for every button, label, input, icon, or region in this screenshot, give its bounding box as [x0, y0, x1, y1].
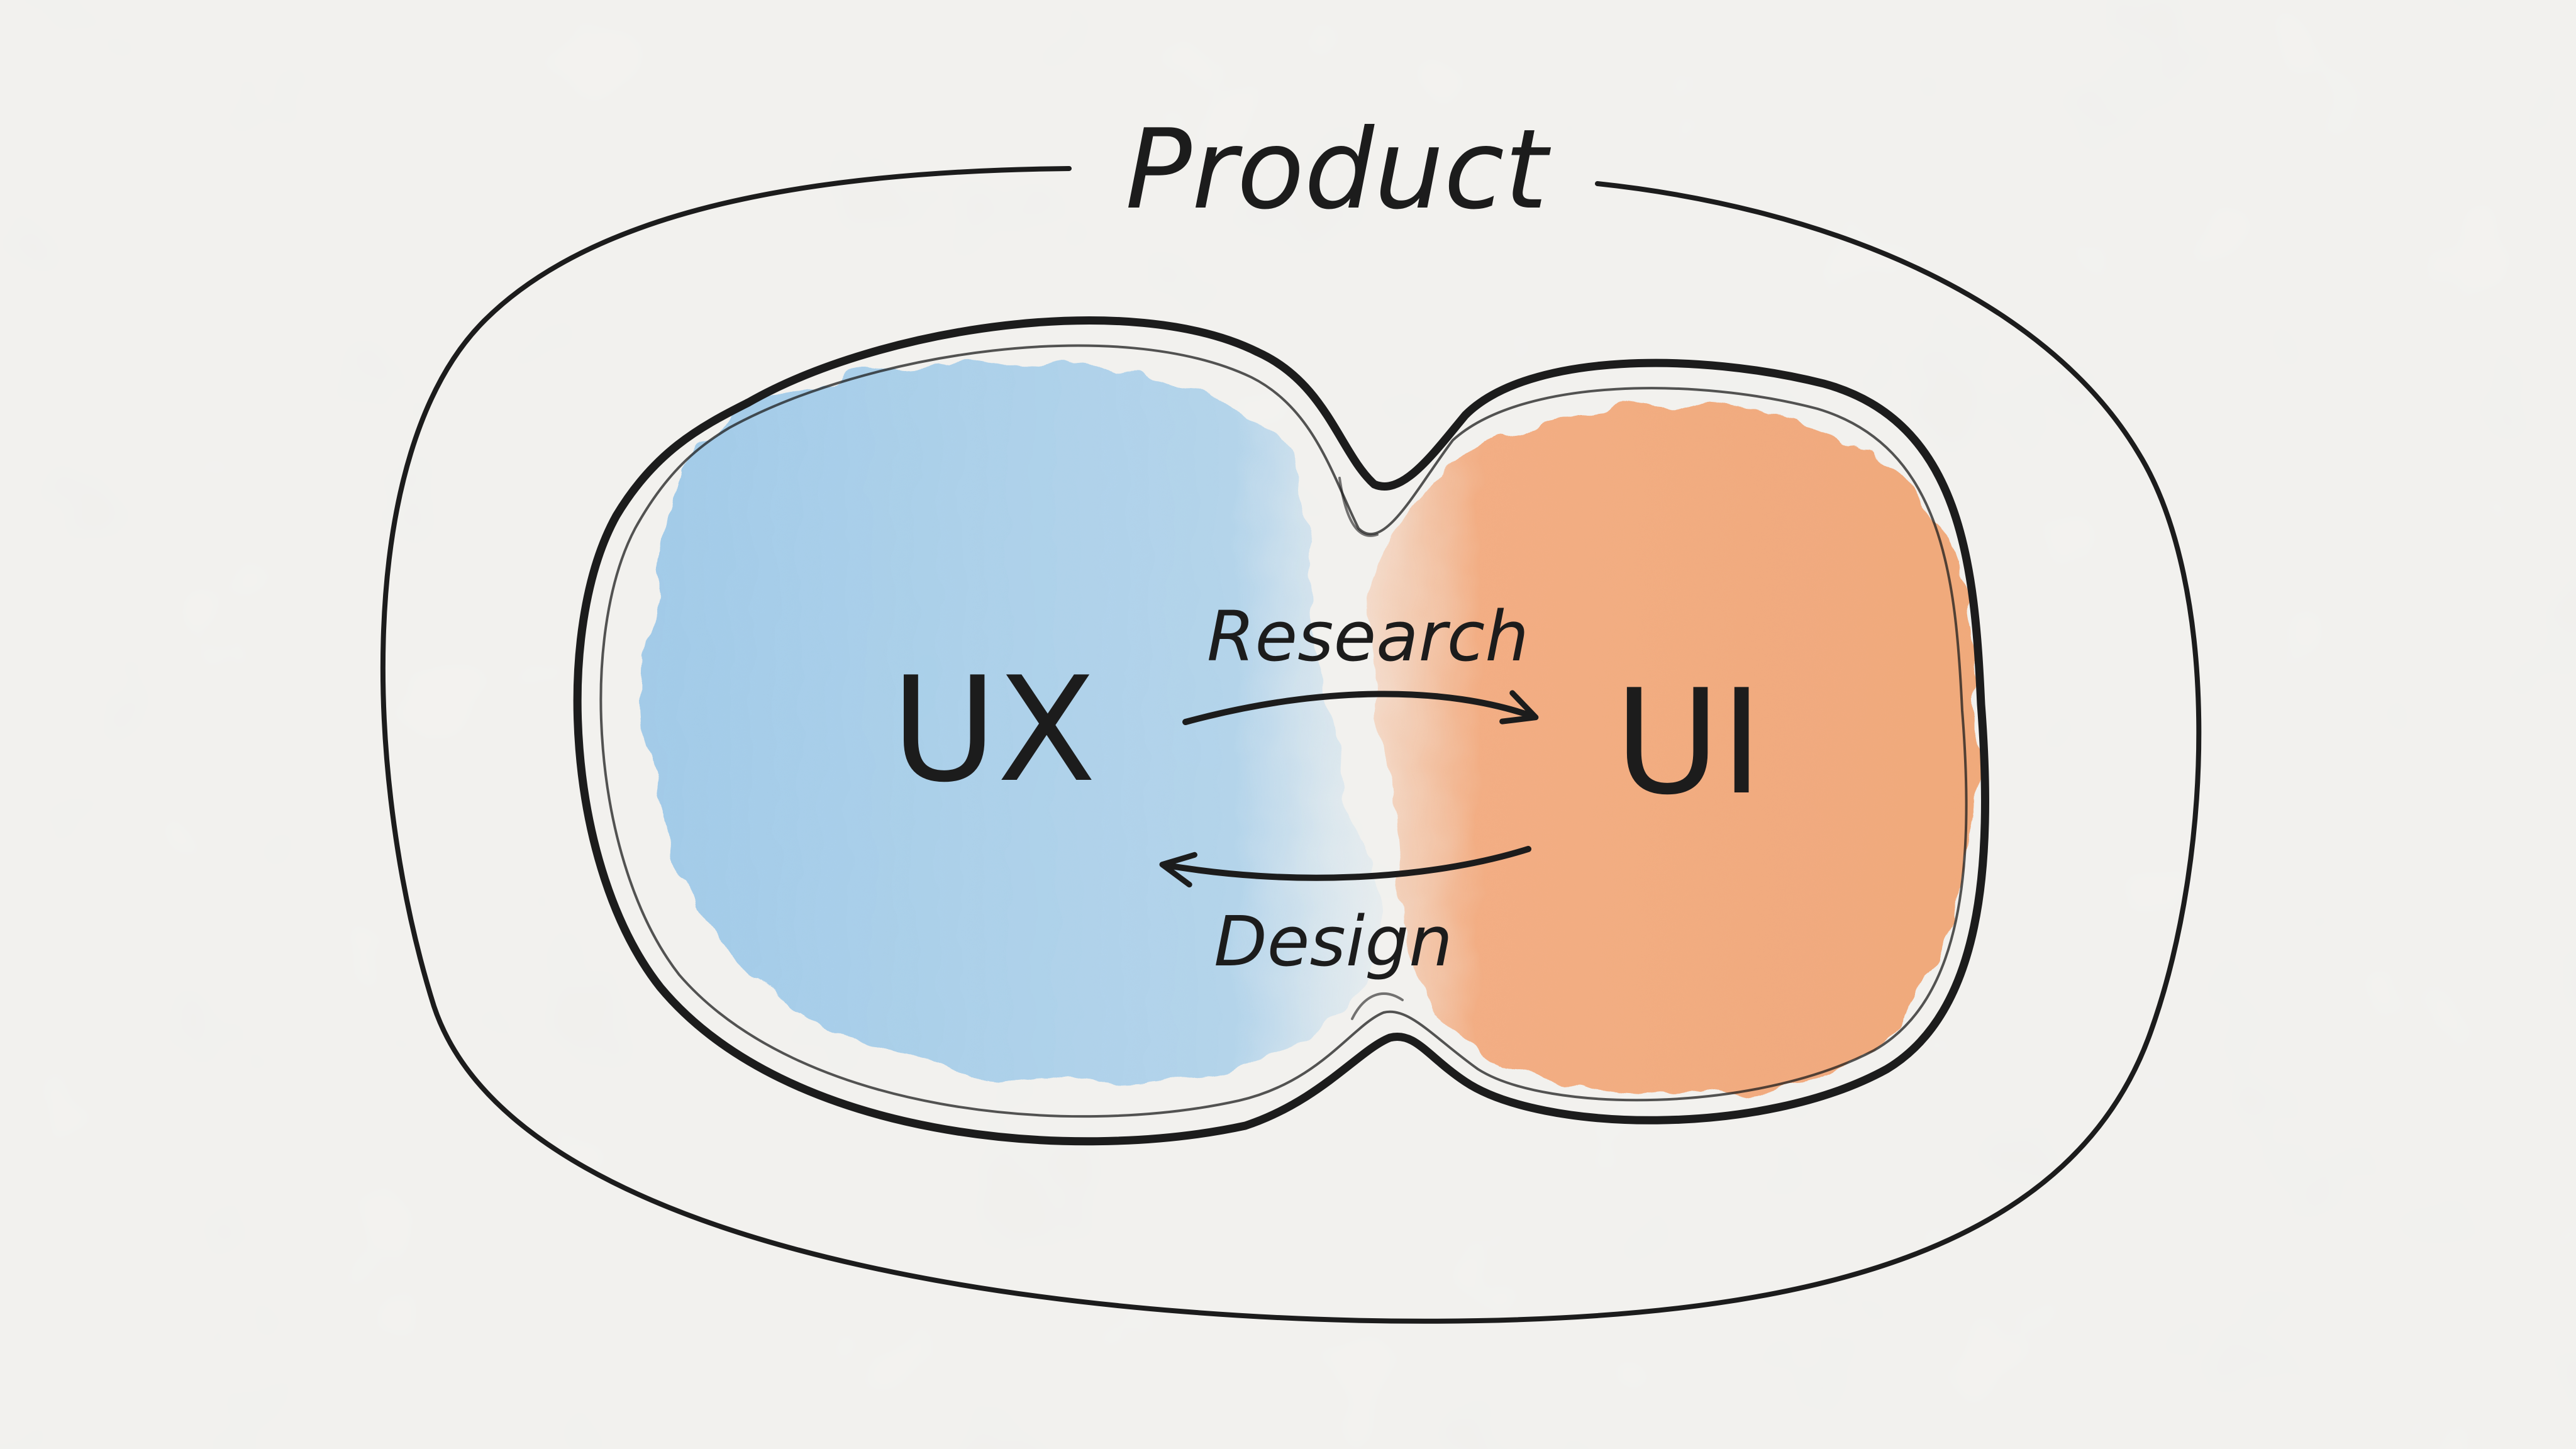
product-boundary [380, 166, 2202, 1324]
product-title: Product [1125, 106, 1551, 234]
research-arrow [1182, 690, 1539, 725]
pinch-sketch-top [1338, 477, 1379, 537]
pinch-sketch-bottom [1351, 992, 1404, 1020]
ui-region-fill [1370, 405, 1977, 1095]
design-arrow [1159, 846, 1531, 888]
ux-region-fill [643, 362, 1384, 1082]
ux-ui-boundary [573, 316, 1989, 1146]
ui-label: UI [1614, 659, 1763, 827]
ux-label: UX [891, 647, 1096, 814]
research-label: Research [1207, 596, 1529, 677]
ux-ui-boundary-sketch [599, 344, 1968, 1118]
design-label: Design [1214, 901, 1453, 982]
